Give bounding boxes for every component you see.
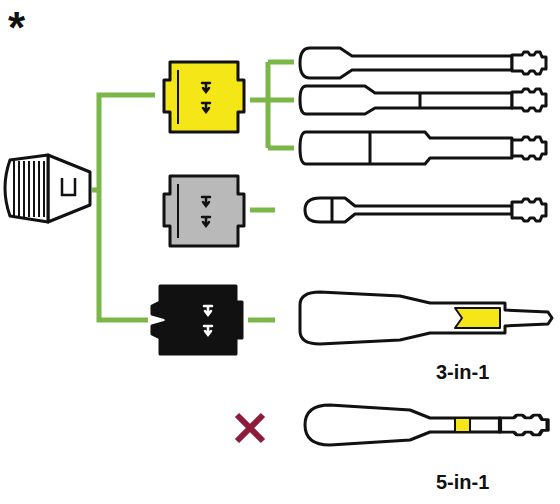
nozzle: [5, 155, 90, 222]
gray-adapter: [164, 176, 244, 246]
product-label: 3-in-1: [436, 360, 489, 384]
product-label: 5-in-1: [436, 470, 489, 494]
spray-lances: [300, 48, 552, 445]
knurl-rib: [43, 161, 45, 217]
black-adapter: [152, 286, 242, 354]
knurl-rib: [38, 161, 40, 217]
not-compatible-cross: [237, 415, 263, 441]
knurl-rib: [28, 161, 30, 217]
yellow-adapter: [164, 62, 244, 132]
knurl-rib: [33, 161, 35, 217]
knurl-rib: [23, 161, 25, 217]
green-bracket: [92, 62, 294, 320]
knurl-rib: [18, 161, 20, 217]
footnote-mark: *: [8, 2, 25, 55]
knurl-rib: [13, 161, 15, 217]
